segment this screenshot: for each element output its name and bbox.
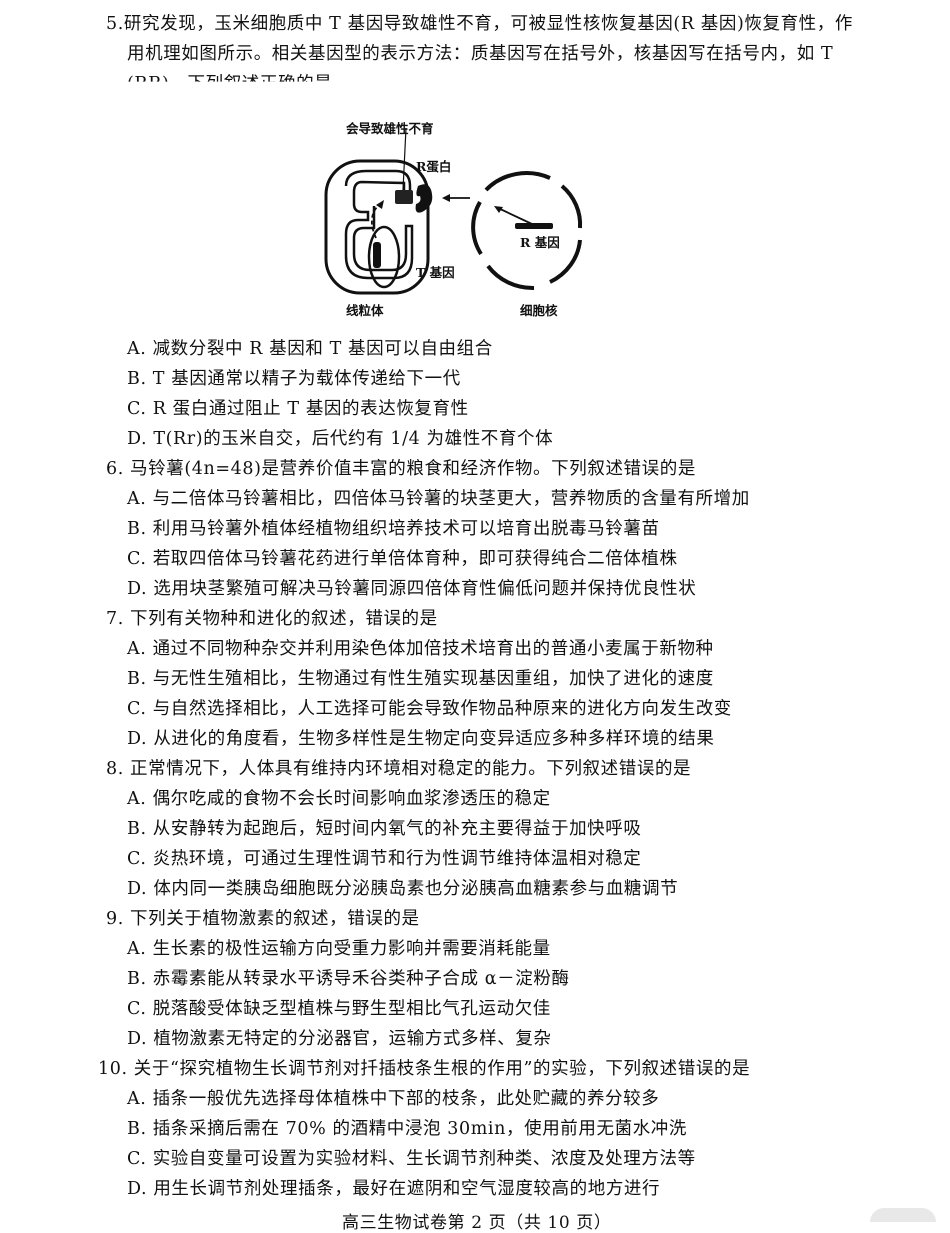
label-pointer (402, 127, 407, 191)
mitochondrion-outer (324, 159, 430, 295)
q7-option-a: A. 通过不同物种杂交并利用染色体加倍技术培育出的普通小麦属于新物种 (127, 639, 714, 659)
label-male-sterility: 会导致雄性不育 (346, 121, 434, 136)
q6-option-d: D. 选用块茎繁殖可解决马铃薯同源四倍体育性偏低问题并保持优良性状 (127, 579, 697, 599)
label-r-protein: R蛋白 (416, 159, 452, 174)
nuclear-envelope-1 (484, 171, 551, 192)
q9-option-c: C. 脱落酸受体缺乏型植株与野生型相比气孔运动欠佳 (127, 999, 551, 1019)
diagram-drawing (324, 127, 583, 295)
nuclear-envelope-5 (471, 200, 483, 256)
q5-stem-line-1: 5.研究发现，玉米细胞质中 T 基因导致雄性不育，可被显性核恢复基因(R 基因)… (106, 14, 853, 34)
q6-option-a: A. 与二倍体马铃薯相比，四倍体马铃薯的块茎更大，营养物质的含量有所增加 (127, 489, 750, 509)
t-gene-bar (373, 242, 381, 268)
q10-stem: 10. 关于“探究植物生长调节剂对扦插枝条生根的作用”的实验，下列叙述错误的是 (98, 1059, 751, 1079)
r-gene-bar (515, 223, 553, 229)
nuclear-envelope-2 (560, 184, 583, 229)
arrowhead-dashed (376, 200, 384, 209)
q8-option-a: A. 偶尔吃咸的食物不会长时间影响血浆渗透压的稳定 (127, 789, 551, 809)
q8-option-d: D. 体内同一类胰岛细胞既分泌胰岛素也分泌胰高血糖素参与血糖调节 (127, 879, 679, 899)
q5-option-b: B. T 基因通常以精子为载体传递给下一代 (127, 369, 461, 389)
q5-option-a: A. 减数分裂中 R 基因和 T 基因可以自由组合 (127, 339, 493, 359)
arrowhead-r-gene (494, 206, 503, 213)
corner-overlay (870, 1208, 936, 1222)
nuclear-envelope-3 (549, 239, 582, 284)
nuclear-envelope-4 (486, 264, 535, 291)
mitochondrion-inner (344, 169, 414, 280)
label-nucleus: 细胞核 (520, 303, 558, 318)
q9-option-a: A. 生长素的极性运输方向受重力影响并需要消耗能量 (127, 939, 551, 959)
q10-option-c: C. 实验自变量可设置为实验材料、生长调节剂种类、浓度及处理方法等 (127, 1149, 696, 1169)
q5-stem-line-2: 用机理如图所示。相关基因型的表示方法：质基因写在括号外，核基因写在括号内，如 T (127, 44, 834, 64)
q7-stem: 7. 下列有关物种和进化的叙述，错误的是 (106, 609, 438, 629)
q10-option-a: A. 插条一般优先选择母体植株中下部的枝条，此处贮藏的养分较多 (127, 1089, 660, 1109)
q8-option-b: B. 从安静转为起跑后，短时间内氧气的补充主要得益于加快呼吸 (127, 819, 642, 839)
q6-option-c: C. 若取四倍体马铃薯花药进行单倍体育种，即可获得纯合二倍体植株 (127, 549, 678, 569)
page-footer: 高三生物试卷第 2 页（共 10 页） (342, 1213, 612, 1233)
label-mitochondrion: 线粒体 (346, 303, 384, 318)
arrowhead-left (442, 194, 450, 202)
q6-option-b: B. 利用马铃薯外植体经植物组织培养技术可以培育出脱毒马铃薯苗 (127, 519, 660, 539)
q6-stem: 6. 马铃薯(4n=48)是营养价值丰富的粮食和经济作物。下列叙述错误的是 (106, 459, 696, 479)
q8-stem: 8. 正常情况下，人体具有维持内环境相对稳定的能力。下列叙述错误的是 (106, 759, 692, 779)
q7-option-b: B. 与无性生殖相比，生物通过有性生殖实现基因重组，加快了进化的速度 (127, 669, 714, 689)
mechanism-diagram: 会导致雄性不育 R蛋白 R 基因 T 基因 线粒体 细胞核 (318, 116, 608, 321)
q8-option-c: C. 炎热环境，可通过生理性调节和行为性调节维持体温相对稳定 (127, 849, 642, 869)
t-gene-compartment (367, 225, 401, 289)
r-protein-shape (415, 184, 433, 213)
q5-option-c: C. R 蛋白通过阻止 T 基因的表达恢复育性 (127, 399, 469, 419)
protein-complex (395, 190, 413, 204)
dashed-arrow-t-gene (370, 203, 381, 239)
q5-stem-line-3: (RR)。下列叙述正确的是 (127, 74, 333, 94)
label-r-gene: R 基因 (520, 235, 560, 250)
q10-option-b: B. 插条采摘后需在 70% 的酒精中浸泡 30min，使用前用无菌水冲洗 (127, 1119, 687, 1139)
q10-option-d: D. 用生长调节剂处理插条，最好在遮阴和空气湿度较高的地方进行 (127, 1179, 661, 1199)
arrow-from-r-gene (497, 207, 533, 225)
q9-option-b: B. 赤霉素能从转录水平诱导禾谷类种子合成 α－淀粉酶 (127, 969, 570, 989)
q7-option-c: C. 与自然选择相比，人工选择可能会导致作物品种原来的进化方向发生改变 (127, 699, 732, 719)
q7-option-d: D. 从进化的角度看，生物多样性是生物定向变异适应多种多样环境的结果 (127, 729, 715, 749)
label-t-gene: T 基因 (416, 265, 455, 280)
q9-option-d: D. 植物激素无特定的分泌器官，运输方式多样、复杂 (127, 1029, 552, 1049)
q5-option-d: D. T(Rr)的玉米自交，后代约有 1/4 为雄性不育个体 (127, 429, 554, 449)
q9-stem: 9. 下列关于植物激素的叙述，错误的是 (106, 909, 420, 929)
